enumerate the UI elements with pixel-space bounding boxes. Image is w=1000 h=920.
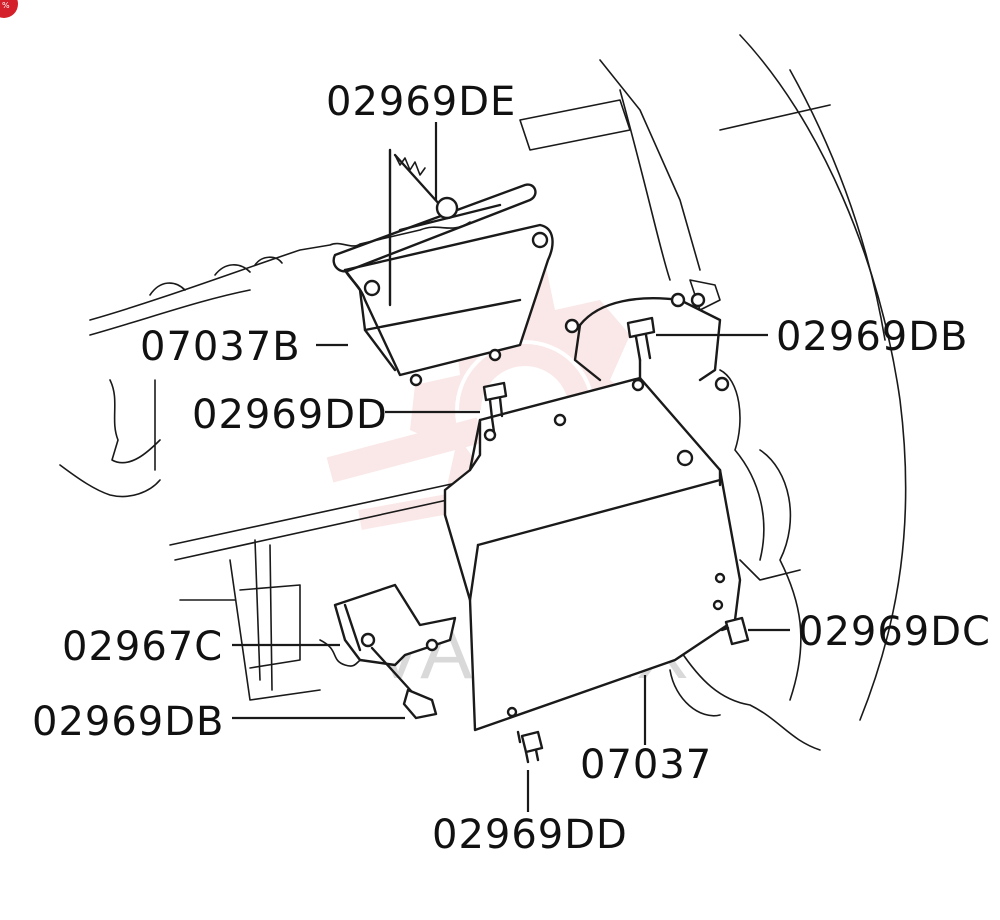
bolt-02969DB-lower [370, 646, 438, 720]
label-07037: 07037 [580, 742, 712, 788]
svg-text:%: % [2, 1, 10, 10]
bolt-02969DB-upper [626, 316, 656, 380]
label-02967C: 02967C [62, 624, 223, 670]
leader-lines [232, 122, 790, 812]
label-02969DB-right: 02969DB [776, 314, 969, 360]
label-02969DD-bottom: 02969DD [432, 812, 628, 858]
bolt-02969DD-center [482, 381, 508, 434]
label-02969DE: 02969DE [326, 79, 516, 125]
engine-block [59, 34, 907, 751]
lower-bracket-02967C [333, 583, 457, 667]
bolt-02969DC-right [720, 616, 750, 646]
logo-icon: % [0, 0, 18, 18]
label-07037B: 07037B [140, 324, 301, 370]
upper-bracket-07037B [332, 183, 554, 387]
label-02969DD-center: 02969DD [192, 392, 388, 438]
top-bolt-02969DE [388, 148, 459, 307]
main-cover-07037 [443, 292, 742, 732]
label-02969DC: 02969DC [798, 609, 991, 655]
label-02969DB-lower: 02969DB [32, 699, 225, 745]
bolt-02969DD-bottom [516, 730, 544, 764]
